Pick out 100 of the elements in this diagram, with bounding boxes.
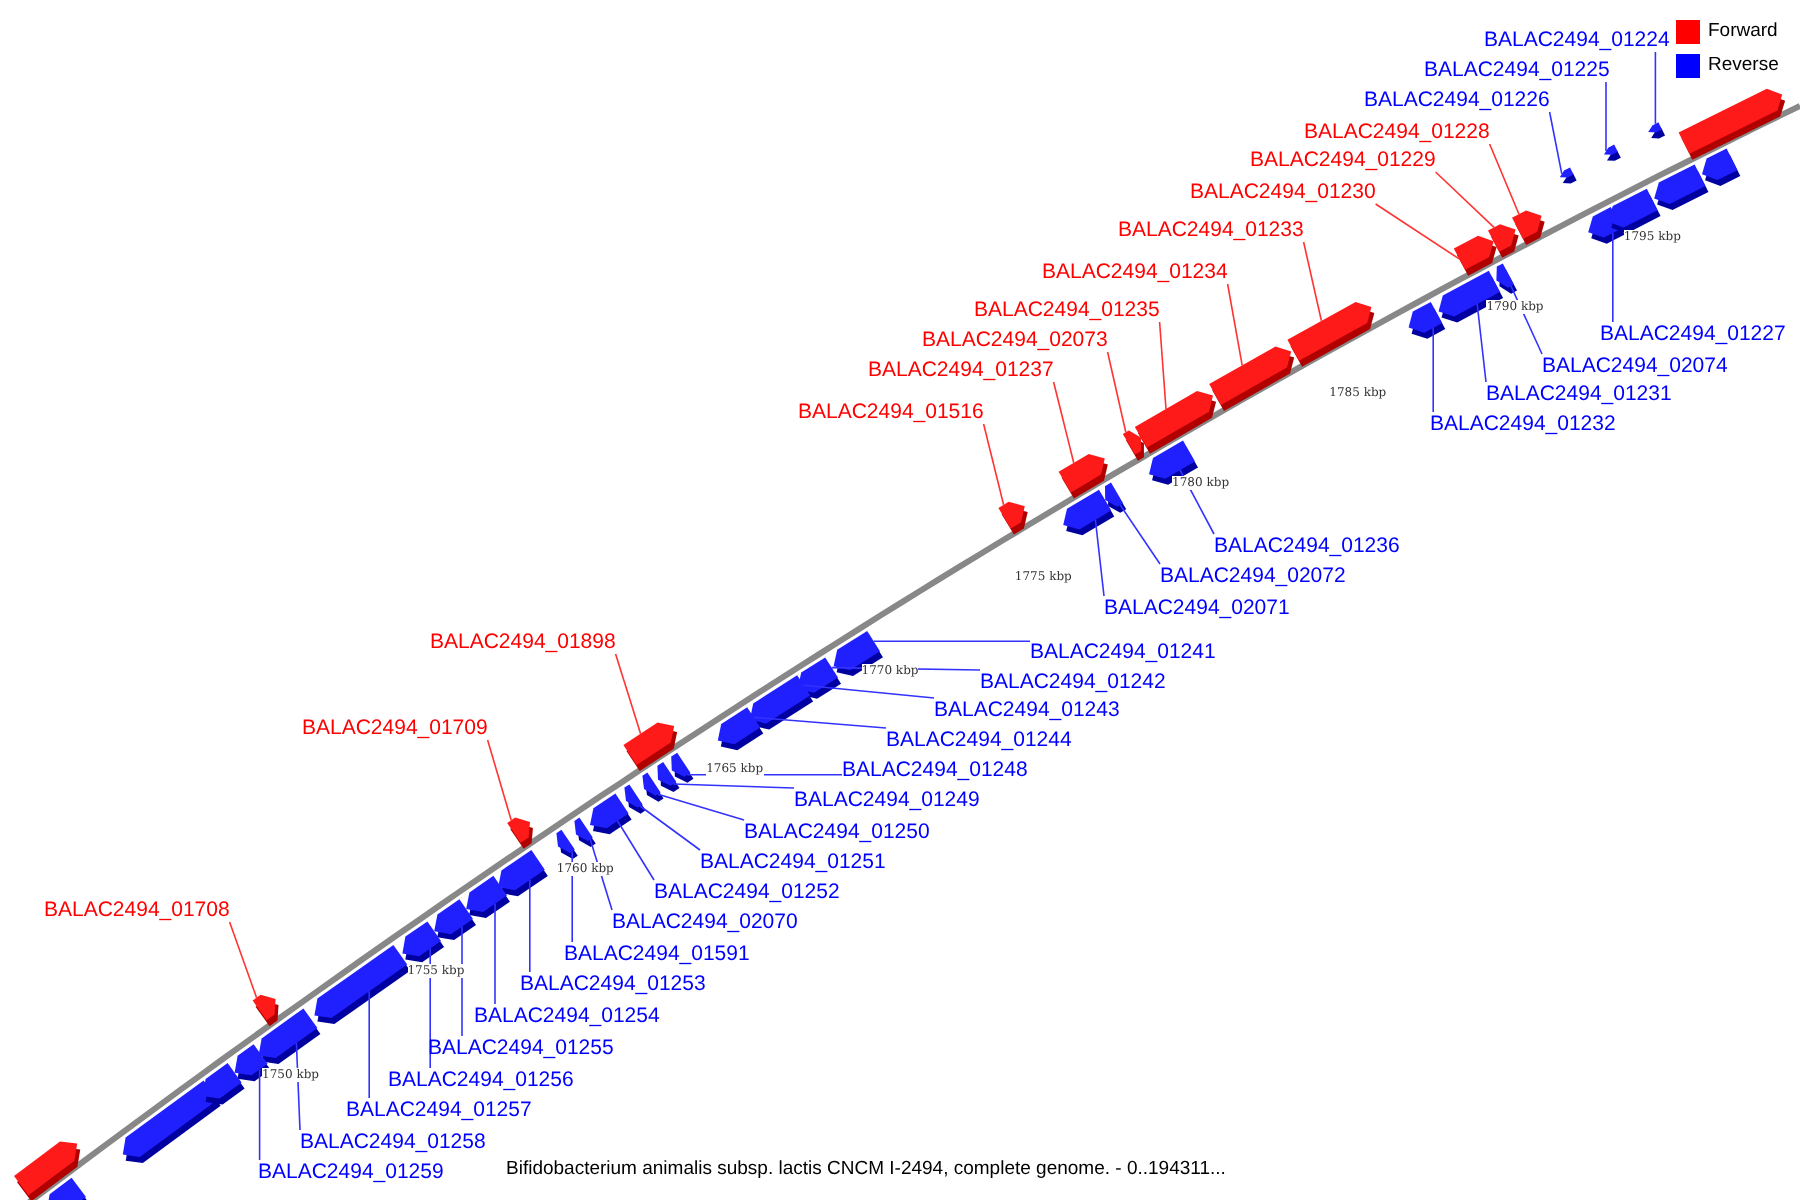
gene-label: BALAC2494_02070: [612, 910, 798, 934]
gene-label: BALAC2494_02071: [1104, 596, 1290, 620]
gene-label: BALAC2494_01256: [388, 1068, 574, 1092]
gene-label: BALAC2494_01248: [842, 758, 1028, 782]
gene-block: [1648, 122, 1666, 139]
leader-line: [368, 990, 370, 1099]
gene-label: BALAC2494_01243: [934, 698, 1120, 722]
gene-label: BALAC2494_01232: [1430, 412, 1616, 436]
gene-label: BALAC2494_01224: [1484, 28, 1670, 52]
gene-label: BALAC2494_01257: [346, 1098, 532, 1122]
gene-label: BALAC2494_01244: [886, 728, 1072, 752]
leader-line: [753, 716, 887, 729]
gene-label: BALAC2494_01251: [700, 850, 886, 874]
gene-block: [122, 1080, 221, 1163]
gene-block: [252, 994, 279, 1027]
gene-block: [46, 1177, 89, 1200]
gene-block: [1408, 302, 1446, 339]
leader-line: [571, 850, 573, 943]
gene-block: [642, 772, 664, 802]
gene-block: [1512, 210, 1545, 246]
gene-block: [507, 817, 533, 849]
leader-line: [1119, 504, 1161, 565]
gene-block: [1678, 88, 1786, 160]
gene-block: [1654, 164, 1709, 211]
gene-block: [1702, 148, 1741, 186]
leader-line: [657, 793, 745, 821]
leader-line: [461, 925, 463, 1037]
gene-block: [1559, 167, 1577, 184]
gene-label: BALAC2494_01227: [1600, 322, 1786, 346]
gene-label: BALAC2494_01225: [1424, 58, 1610, 82]
gene-label: BALAC2494_01230: [1190, 180, 1376, 204]
leader-line: [639, 805, 701, 851]
gene-block: [623, 722, 678, 772]
gene-block: [657, 762, 680, 792]
gene-label: BALAC2494_01226: [1364, 88, 1550, 112]
leader-line: [672, 783, 795, 789]
leader-line: [982, 423, 1005, 506]
gene-label: BALAC2494_01237: [868, 358, 1054, 382]
gene-block: [434, 899, 476, 941]
gene-label: BALAC2494_01516: [798, 400, 984, 424]
gene-block: [258, 1008, 321, 1064]
gene-label: BALAC2494_01709: [302, 716, 488, 740]
gene-label: BALAC2494_01898: [430, 630, 616, 654]
leader-line: [616, 820, 655, 881]
gene-block: [1122, 430, 1144, 461]
gene-block: [998, 501, 1028, 535]
gene-label: BALAC2494_01242: [980, 670, 1166, 694]
gene-block: [1604, 144, 1621, 161]
gene-label: BALAC2494_01235: [974, 298, 1160, 322]
leader-line: [1052, 381, 1075, 464]
leader-line: [1106, 351, 1127, 433]
gene-block: [202, 1063, 245, 1105]
leader-line: [1605, 81, 1607, 152]
gene-label: BALAC2494_01234: [1042, 260, 1228, 284]
leader-line: [258, 1068, 261, 1161]
gene-block: [466, 875, 510, 919]
gene-label: BALAC2494_02074: [1542, 354, 1728, 378]
gene-label: BALAC2494_01258: [300, 1130, 486, 1154]
gene-label: BALAC2494_01231: [1486, 382, 1672, 406]
gene-block: [1496, 263, 1518, 294]
legend-label: Forward: [1708, 20, 1778, 44]
leader-line: [1374, 203, 1461, 260]
legend-label: Reverse: [1708, 54, 1779, 78]
gene-label: BALAC2494_01252: [654, 880, 840, 904]
gene-label: BALAC2494_01259: [258, 1160, 444, 1184]
leader-line: [1434, 171, 1495, 229]
gene-label: BALAC2494_01229: [1250, 148, 1436, 172]
gene-block: [574, 817, 596, 847]
gene-block: [1058, 454, 1108, 499]
gene-block: [1287, 302, 1375, 367]
gene-block: [624, 784, 646, 814]
gene-block: [314, 945, 411, 1025]
gene-block: [671, 752, 694, 783]
leader-line: [1476, 303, 1487, 383]
leader-line: [1432, 327, 1434, 413]
leader-line: [802, 684, 935, 699]
gene-label: BALAC2494_01708: [44, 898, 230, 922]
gene-block: [1149, 440, 1198, 485]
leader-line: [228, 921, 258, 999]
gene-label: BALAC2494_02073: [922, 328, 1108, 352]
leader-line: [295, 1042, 301, 1131]
leader-line: [1094, 519, 1105, 597]
leader-line: [1488, 143, 1520, 215]
gene-label: BALAC2494_01591: [564, 942, 750, 966]
caption: Bifidobacterium animalis subsp. lactis CNCM I-2494, complete genome. - 0..194311...: [506, 1158, 1226, 1182]
gene-block: [402, 921, 445, 963]
leader-line: [614, 653, 642, 735]
gene-block: [556, 829, 578, 859]
leader-line: [1654, 51, 1657, 125]
gene-label: BALAC2494_01228: [1304, 120, 1490, 144]
leader-line: [872, 640, 1031, 642]
gene-label: BALAC2494_01250: [744, 820, 930, 844]
gene-label: BALAC2494_02072: [1160, 564, 1346, 588]
gene-label: BALAC2494_01254: [474, 1004, 660, 1028]
leader-line: [1302, 241, 1323, 322]
leader-line: [494, 903, 496, 1005]
gene-block: [498, 850, 548, 897]
gene-label: BALAC2494_01233: [1118, 218, 1304, 242]
leader-line: [1548, 111, 1563, 175]
gene-label: BALAC2494_01253: [520, 972, 706, 996]
